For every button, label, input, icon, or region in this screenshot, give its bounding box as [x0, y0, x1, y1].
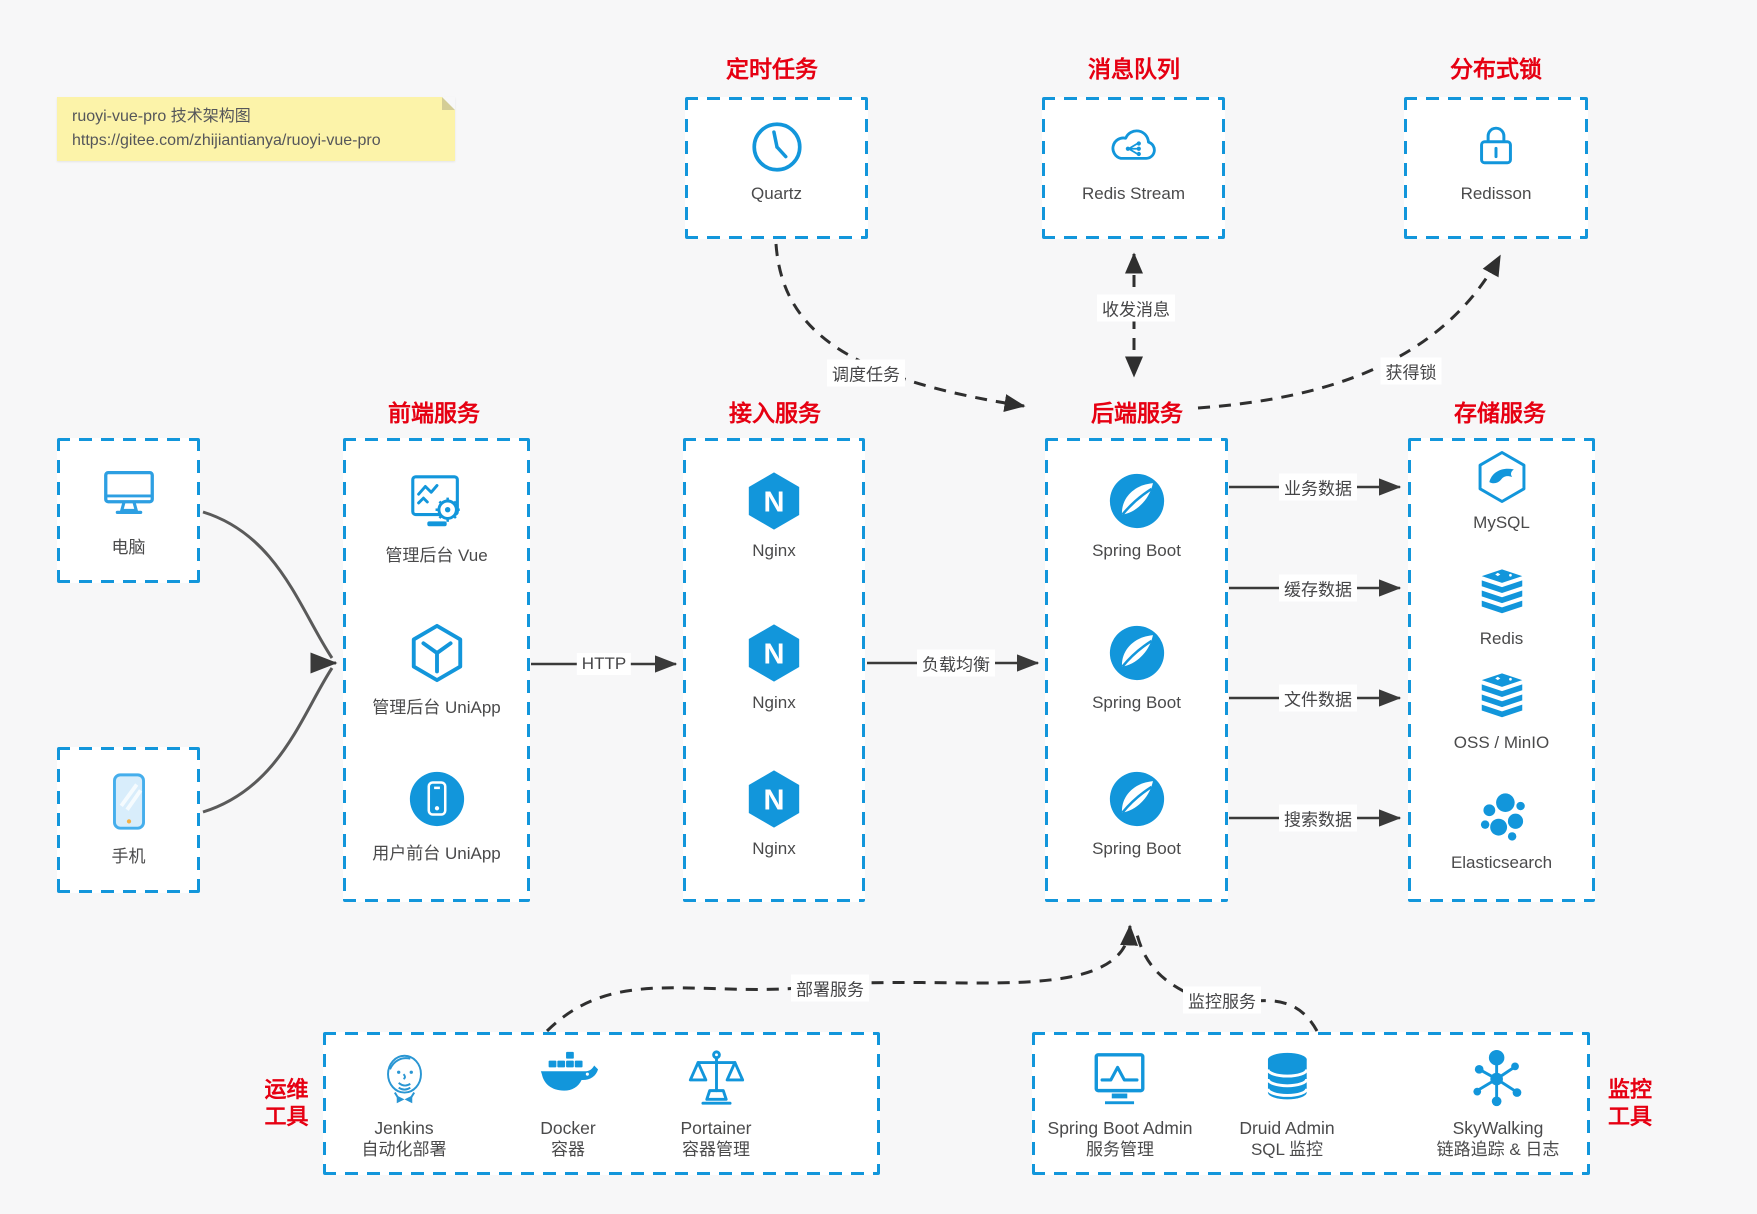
- phone-client-box: 手机: [57, 747, 200, 893]
- edge-lock-curve: [1197, 254, 1502, 410]
- spring-boot-admin-label: Spring Boot Admin: [1047, 1118, 1193, 1138]
- redis-label: Redis: [1479, 629, 1524, 648]
- edge-label-schedule: 调度任务: [827, 359, 905, 387]
- spring-boot-admin-desc: 服务管理: [1085, 1140, 1154, 1159]
- monitor-tools-side-label: 监控 工具: [1607, 1077, 1652, 1129]
- spring-boot-icon: [1109, 473, 1164, 529]
- svg-text:N: N: [764, 785, 785, 817]
- ops-tools-box: Jenkins 自动化部署 Docker 容器: [323, 1032, 880, 1175]
- druid-admin-label: Druid Admin: [1239, 1118, 1335, 1138]
- mobile-app-icon: [409, 771, 464, 827]
- redis-stream-label: Redis Stream: [1082, 184, 1185, 203]
- pc-client-box: 电脑: [57, 438, 200, 583]
- mysql-icon: [1478, 451, 1525, 503]
- layer-stack-icon: [1481, 569, 1522, 614]
- edge-label-search-data: 搜索数据: [1279, 804, 1357, 832]
- docker-label: Docker: [540, 1118, 596, 1138]
- admin-uniapp-label: 管理后台 UniApp: [372, 698, 501, 717]
- svg-text:N: N: [764, 487, 785, 519]
- clock-icon: [751, 122, 802, 172]
- quartz-box: Quartz: [685, 97, 868, 239]
- portainer-label: Portainer: [680, 1118, 752, 1138]
- ops-tools-side-label: 运维 工具: [264, 1077, 309, 1129]
- skywalking-desc: 链路追踪 & 日志: [1436, 1140, 1560, 1159]
- elasticsearch-label: Elasticsearch: [1450, 853, 1553, 872]
- redis-stream-box: Redis Stream: [1042, 97, 1225, 239]
- svg-text:N: N: [764, 639, 785, 671]
- docker-desc: 容器: [551, 1140, 585, 1159]
- user-uniapp-label: 用户前台 UniApp: [372, 844, 501, 863]
- druid-admin-desc: SQL 监控: [1250, 1140, 1324, 1159]
- monitor-tools-box: Spring Boot Admin 服务管理 Druid Admin SQL 监…: [1032, 1032, 1590, 1175]
- dashboard-icon: [1095, 1053, 1145, 1105]
- smartphone-icon: [112, 773, 145, 830]
- cloud-stream-icon: [1111, 129, 1156, 160]
- jenkins-desc: 自动化部署: [361, 1140, 447, 1159]
- database-icon: [1266, 1052, 1308, 1100]
- gateway-box: N Nginx N Nginx N Nginx: [683, 438, 865, 902]
- title-scheduled-tasks: 定时任务: [726, 56, 818, 82]
- edge-phone-frontend: [202, 667, 334, 814]
- nginx-label: Nginx: [752, 839, 796, 858]
- title-gateway-services: 接入服务: [729, 400, 821, 426]
- lock-icon: [1480, 126, 1512, 165]
- edge-label-http: HTTP: [576, 653, 632, 675]
- title-message-queue: 消息队列: [1088, 56, 1180, 82]
- nginx-icon: N: [748, 472, 800, 530]
- edge-label-file-data: 文件数据: [1279, 684, 1357, 712]
- quartz-label: Quartz: [750, 184, 803, 203]
- edge-label-lock: 获得锁: [1380, 357, 1442, 385]
- spring-boot-label: Spring Boot: [1092, 839, 1181, 858]
- oss-minio-label: OSS / MinIO: [1453, 733, 1550, 752]
- edge-pc-frontend: [202, 510, 334, 659]
- edge-label-deploy: 部署服务: [791, 974, 869, 1002]
- redisson-label: Redisson: [1460, 184, 1532, 203]
- note-title: ruoyi-vue-pro 技术架构图: [72, 108, 251, 125]
- title-note: ruoyi-vue-pro 技术架构图 https://gitee.com/zh…: [57, 97, 455, 161]
- spring-boot-icon: [1109, 771, 1164, 827]
- cube-icon: [411, 623, 462, 683]
- spring-boot-label: Spring Boot: [1092, 541, 1181, 560]
- topology-icon: [1473, 1049, 1522, 1107]
- jenkins-label: Jenkins: [374, 1118, 434, 1138]
- nginx-label: Nginx: [752, 693, 796, 712]
- admin-vue-icon: [410, 475, 460, 527]
- elasticsearch-icon: [1480, 793, 1525, 841]
- title-distributed-lock: 分布式锁: [1450, 56, 1542, 82]
- edge-label-cache-data: 缓存数据: [1279, 574, 1357, 602]
- edge-monitor-curve: [1134, 929, 1319, 1032]
- title-storage-services: 存储服务: [1454, 400, 1546, 426]
- spring-boot-icon: [1109, 625, 1164, 681]
- edge-label-monitor: 监控服务: [1183, 986, 1261, 1014]
- layer-stack-icon: [1481, 673, 1522, 718]
- portainer-icon: [688, 1050, 744, 1105]
- jenkins-icon: [386, 1054, 422, 1104]
- nginx-icon: N: [748, 624, 800, 682]
- nginx-icon: N: [748, 770, 800, 828]
- frontend-box: 管理后台 Vue 管理后台 UniApp 用户前台 UniApp: [343, 438, 530, 902]
- spring-boot-label: Spring Boot: [1092, 693, 1181, 712]
- phone-label: 手机: [111, 847, 146, 866]
- edge-label-business-data: 业务数据: [1279, 473, 1357, 501]
- title-frontend-services: 前端服务: [388, 400, 480, 426]
- pc-label: 电脑: [111, 538, 146, 557]
- portainer-desc: 容器管理: [681, 1140, 750, 1159]
- docker-icon: [540, 1051, 599, 1091]
- admin-vue-label: 管理后台 Vue: [385, 546, 488, 565]
- skywalking-label: SkyWalking: [1452, 1118, 1544, 1138]
- desktop-icon: [103, 471, 154, 515]
- edge-label-messaging: 收发消息: [1097, 294, 1175, 322]
- storage-box: MySQL Redis: [1408, 438, 1595, 902]
- edge-label-load-balance: 负载均衡: [917, 649, 995, 677]
- redisson-box: Redisson: [1404, 97, 1588, 239]
- nginx-label: Nginx: [752, 541, 796, 560]
- note-url: https://gitee.com/zhijiantianya/ruoyi-vu…: [72, 132, 381, 149]
- backend-box: Spring Boot Spring Boot Spring Boot: [1045, 438, 1228, 902]
- mysql-label: MySQL: [1473, 513, 1530, 532]
- title-backend-services: 后端服务: [1091, 400, 1183, 426]
